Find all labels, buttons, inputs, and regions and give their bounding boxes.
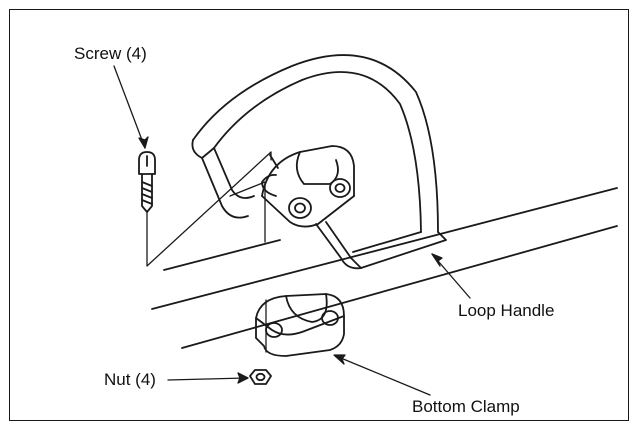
- alignment-lines: [146, 151, 272, 353]
- bottom-clamp-leader: [335, 355, 431, 396]
- screw-label: Screw (4): [74, 44, 147, 63]
- bottom-clamp: [255, 293, 345, 357]
- screw: [138, 151, 156, 213]
- loop-handle-label: Loop Handle: [458, 301, 555, 320]
- nut: [249, 369, 272, 385]
- loop-handle: [191, 54, 447, 270]
- top-clamp: [261, 145, 355, 228]
- screw-leader: [113, 65, 146, 149]
- leader-lines: [113, 65, 471, 396]
- nut-leader: [167, 377, 247, 381]
- nut-label: Nut (4): [104, 370, 156, 389]
- bottom-clamp-label: Bottom Clamp: [412, 397, 520, 416]
- figure-border: [9, 9, 629, 421]
- drive-shaft: [151, 187, 618, 349]
